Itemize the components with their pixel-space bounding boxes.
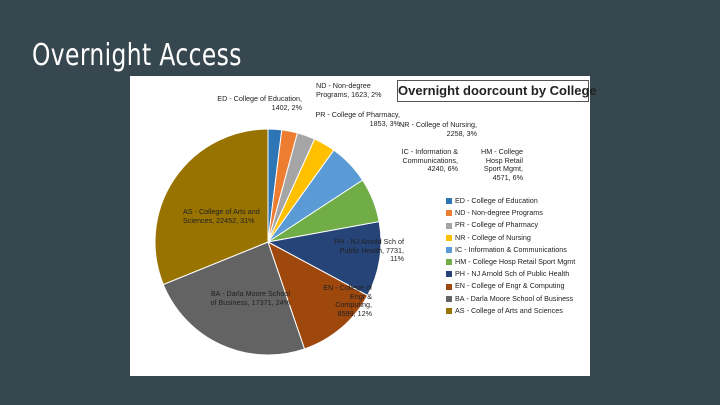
legend-label: NR - College of Nursing <box>455 232 531 242</box>
data-label-ba: BA - Darla Moore School of Business, 173… <box>210 289 290 307</box>
legend-item-ed: ED - College of Education <box>446 195 575 207</box>
legend-item-en: EN - College of Engr & Computing <box>446 280 575 292</box>
legend-swatch <box>446 234 452 241</box>
legend-label: HM - College Hosp Retail Sport Mgmt <box>455 257 576 267</box>
legend-swatch <box>446 307 452 314</box>
legend-label: PH - NJ Arnold Sch of Public Health <box>455 269 570 279</box>
chart-card: Overnight doorcount by College ED - Coll… <box>130 76 597 376</box>
legend-swatch <box>446 283 452 290</box>
pie-chart <box>154 128 382 356</box>
legend-label: EN - College of Engr & Computing <box>455 281 565 291</box>
legend-label: ED - College of Education <box>455 196 538 205</box>
legend-item-hm: HM - College Hosp Retail Sport Mgmt <box>446 256 575 268</box>
legend-item-nr: NR - College of Nursing <box>446 232 575 244</box>
pie-slice-en <box>267 240 369 350</box>
legend-label: BA - Darla Moore School of Business <box>455 293 574 303</box>
data-label-pr: PR - College of Pharmacy, 1853, 3% <box>315 110 400 128</box>
data-label-hm: HM - College Hosp Retail Sport Mgmt, 457… <box>481 147 523 182</box>
legend-item-pr: PR - College of Pharmacy <box>446 219 575 231</box>
legend-label: AS - College of Arts and Sciences <box>455 305 563 315</box>
data-label-nr: NR - College of Nursing, 2258, 3% <box>399 120 477 138</box>
legend-item-ph: PH - NJ Arnold Sch of Public Health <box>446 268 575 280</box>
legend-item-nd: ND - Non-degree Programs <box>446 207 575 219</box>
legend-swatch <box>446 246 452 253</box>
data-label-ph: PH - NJ Arnold Sch of Public Health, 773… <box>334 237 404 264</box>
data-label-as: AS - College of Arts and Sciences, 22452… <box>183 207 260 225</box>
chart-legend: ED - College of Education ND - Non-degree… <box>446 195 575 317</box>
legend-swatch <box>446 222 452 229</box>
slide-title: Overnight Access <box>32 38 242 73</box>
legend-label: PR - College of Pharmacy <box>455 220 539 230</box>
legend-swatch <box>446 210 452 217</box>
legend-swatch <box>446 295 452 302</box>
data-label-en: EN - College of Engr & Computing, 8599, … <box>323 283 372 318</box>
legend-swatch <box>446 259 452 266</box>
chart-title: Overnight doorcount by College <box>397 80 597 102</box>
legend-item-as: AS - College of Arts and Sciences <box>446 305 575 317</box>
legend-swatch <box>446 198 452 205</box>
legend-item-ba: BA - Darla Moore School of Business <box>446 293 575 305</box>
legend-label: IC - Information & Communications <box>455 244 567 254</box>
data-label-nd: ND - Non-degree Programs, 1623, 2% <box>316 81 382 99</box>
legend-label: ND - Non-degree Programs <box>455 208 543 218</box>
data-label-ic: IC - Information & Communications, 4240,… <box>401 147 458 174</box>
pie-slice-as <box>154 128 269 286</box>
legend-swatch <box>446 271 452 278</box>
pie-slice-ph <box>266 221 382 297</box>
legend-item-ic: IC - Information & Communications <box>446 244 575 256</box>
data-label-ed: ED - College of Education, 1402, 2% <box>217 94 302 112</box>
